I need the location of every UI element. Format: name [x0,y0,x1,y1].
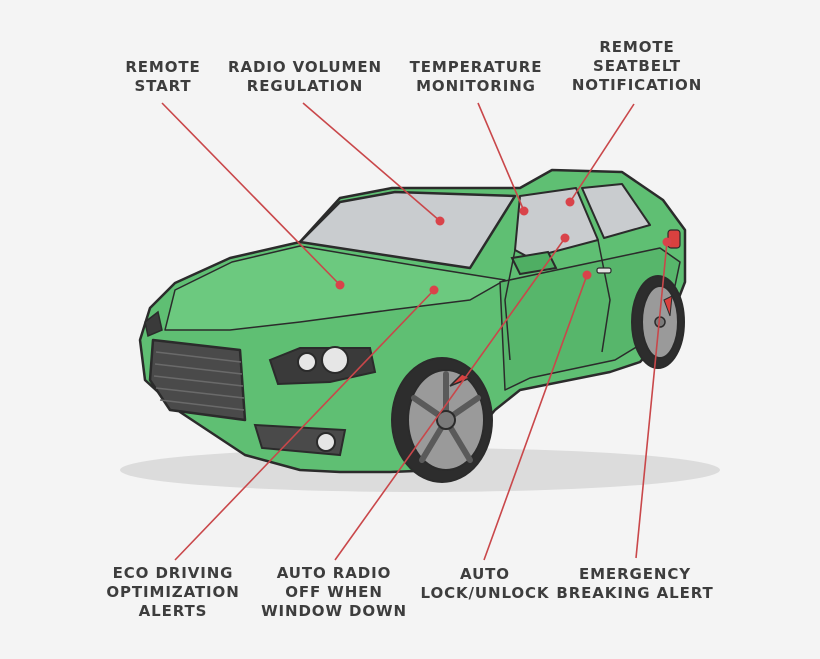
headlight-lens [297,352,317,372]
callout-dot-emergency [662,237,672,247]
hood-panel [164,245,506,331]
rear-wheel [631,275,685,369]
left-headlight [144,310,163,338]
grille-slats [153,351,245,411]
brake-caliper [663,295,673,317]
callout-dot-seatbelt [565,197,575,207]
callout-line-eco-driving [174,289,435,561]
callout-line-temperature [477,102,525,212]
front-side-window [514,187,599,259]
callout-line-seatbelt [569,103,635,203]
door-handle [596,267,612,274]
front-wheel [391,357,493,483]
door-lines [504,239,611,361]
fog-light [316,432,336,452]
callout-line-emergency [635,241,668,559]
callout-line-auto-radio [334,237,566,561]
callout-dot-remote-start [335,280,345,290]
side-mirror [510,250,558,276]
callout-line-radio-volume [302,102,441,222]
callout-dot-auto-radio [560,233,570,243]
callout-dots [335,197,672,295]
callout-dot-radio-volume [435,216,445,226]
callout-line-auto-lock [483,274,588,561]
callout-dot-eco-driving [429,285,439,295]
callout-dot-auto-lock [582,270,592,280]
windshield [298,190,517,270]
callout-lines [161,102,668,561]
headlight-lens [321,346,349,374]
rear-side-window [581,183,651,239]
callout-dot-temperature [519,206,529,216]
callout-line-remote-start [161,102,341,286]
